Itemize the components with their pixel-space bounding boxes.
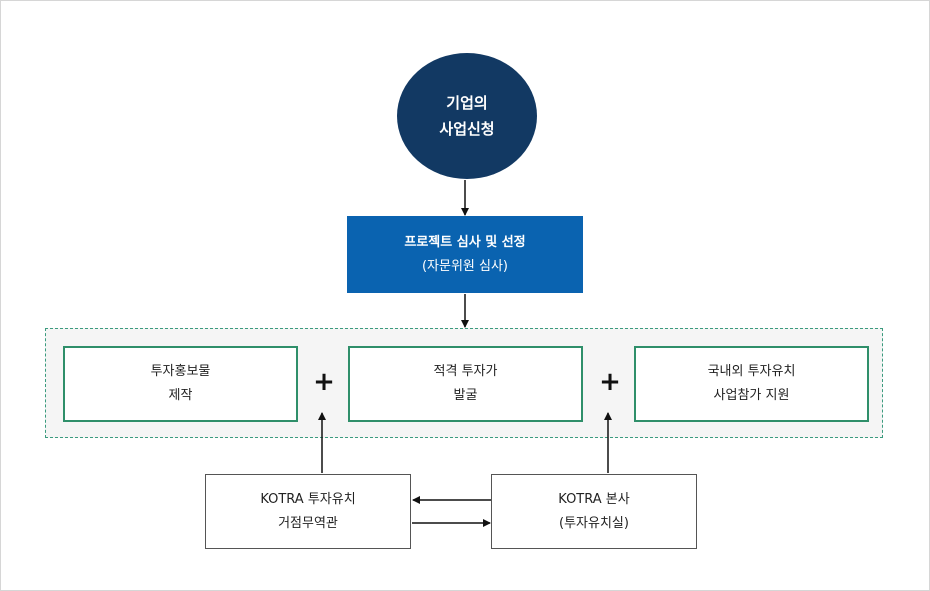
node-label-line1: 국내외 투자유치 (707, 364, 796, 379)
node-label-line2: (자문위원 심사) (421, 258, 509, 274)
node-label-line2: 사업신청 (439, 120, 495, 138)
node-label-line2: (투자유치실) (559, 515, 629, 531)
node-label-line2: 제작 (168, 388, 193, 403)
investor-discovery-node: 적격 투자가 발굴 (348, 346, 583, 422)
node-label-line2: 사업참가 지원 (713, 388, 790, 403)
investment-event-support-node: 국내외 투자유치 사업참가 지원 (634, 346, 869, 422)
promo-material-node: 투자홍보물 제작 (63, 346, 298, 422)
node-label-line2: 거점무역관 (278, 515, 338, 531)
plus-icon: + (599, 367, 621, 397)
plus-icon: + (313, 367, 335, 397)
node-label-line1: 적격 투자가 (433, 364, 498, 379)
node-label-line1: KOTRA 투자유치 (260, 491, 356, 507)
kotra-trade-center-node: KOTRA 투자유치 거점무역관 (205, 474, 411, 549)
node-label-line1: 프로젝트 심사 및 선정 (404, 234, 526, 250)
node-label-line1: 기업의 (446, 94, 488, 112)
kotra-headquarters-node: KOTRA 본사 (투자유치실) (491, 474, 697, 549)
project-review-node: 프로젝트 심사 및 선정 (자문위원 심사) (347, 216, 583, 293)
support-activities-group: 투자홍보물 제작 + 적격 투자가 발굴 + 국내외 투자유치 사업참가 지원 (45, 328, 883, 438)
node-label-line2: 발굴 (453, 388, 478, 403)
node-label-line1: KOTRA 본사 (558, 491, 630, 507)
node-label-line1: 투자홍보물 (150, 364, 211, 379)
business-application-node: 기업의 사업신청 (397, 53, 537, 179)
